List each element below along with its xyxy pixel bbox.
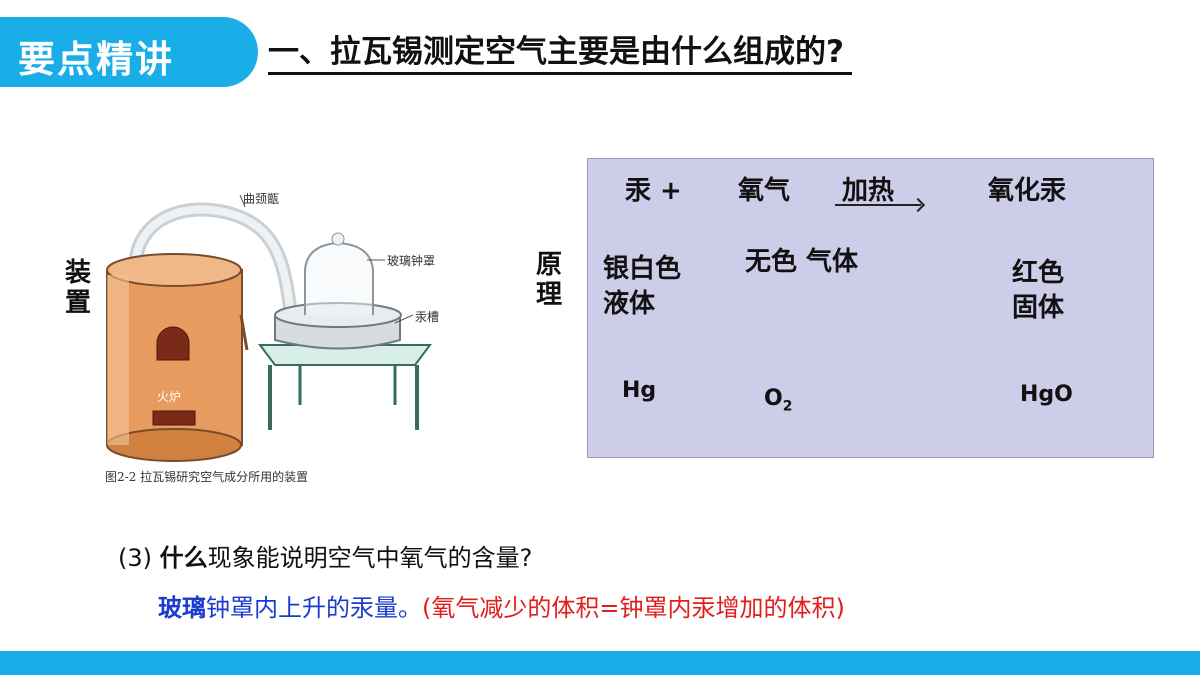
answer-bold: 玻璃	[158, 594, 206, 622]
retort-label: 曲颈甑	[243, 192, 279, 206]
bell-jar	[304, 241, 374, 315]
furnace-label: 火炉	[157, 390, 181, 404]
reaction-condition: 加热	[842, 176, 895, 206]
furnace-handle	[239, 314, 249, 351]
question-text: 现象能说明空气中氧气的含量?	[207, 544, 533, 572]
mercury-oxide-formula: HgO	[1020, 382, 1073, 407]
answer-line: 玻璃钟罩内上升的汞量。(氧气减少的体积=钟罩内汞增加的体积)	[158, 588, 845, 623]
apparatus-label: 装置	[64, 258, 91, 318]
principle-label: 原理	[535, 250, 562, 310]
question-number: (3)	[118, 544, 152, 572]
apparatus-illustration: 火炉 曲颈甑 玻璃钟罩 汞槽 图2-2 拉瓦锡研究空气成分所用的装置	[105, 192, 439, 484]
slide-title: 一、拉瓦锡测定空气主要是由什么组成的?	[268, 32, 852, 75]
figure-caption: 图2-2 拉瓦锡研究空气成分所用的装置	[105, 469, 308, 484]
answer-text: 钟罩内上升的汞量。	[206, 594, 422, 622]
mercury-state-phase: 液体	[603, 289, 656, 319]
reactant-oxygen: 氧气	[738, 176, 791, 206]
oxide-state-phase: 固体	[1012, 293, 1065, 323]
reaction-principle-box: 汞 + 氧气 加热 氧化汞 银白色 液体 无色 气体 红色 固体 Hg O2 H…	[587, 158, 1154, 458]
reaction-arrow	[835, 204, 921, 206]
leader-line	[239, 194, 246, 208]
answer-note: (氧气减少的体积=钟罩内汞增加的体积)	[422, 594, 845, 622]
mercury-state-color: 银白色	[603, 254, 682, 284]
furnace-vent	[152, 410, 196, 426]
trough-label: 汞槽	[415, 310, 439, 324]
badge-label: 要点精讲	[18, 38, 174, 81]
question-bold: 什么	[159, 544, 208, 572]
bell-jar-label: 玻璃钟罩	[387, 253, 435, 268]
reactant-mercury: 汞 +	[625, 176, 682, 206]
section-badge: 要点精讲	[0, 17, 258, 87]
furnace-top	[106, 253, 242, 287]
oxygen-state: 无色 气体	[745, 247, 859, 277]
furnace-window	[156, 326, 190, 361]
mercury-formula: Hg	[622, 378, 657, 403]
apparatus-figure: 火炉 曲颈甑 玻璃钟罩 汞槽 图2-2 拉瓦锡研究空气成分所用的装置	[95, 175, 475, 495]
furnace-shine	[107, 275, 129, 445]
leader-line	[394, 314, 414, 324]
oxygen-formula: O2	[764, 386, 793, 415]
product-mercury-oxide: 氧化汞	[988, 176, 1067, 206]
bell-knob	[331, 232, 345, 246]
question-3: (3) 什么现象能说明空气中氧气的含量?	[118, 538, 532, 573]
oxide-state-color: 红色	[1012, 258, 1065, 288]
retort-neck-highlight	[131, 205, 295, 316]
bottom-accent-bar	[0, 651, 1200, 675]
